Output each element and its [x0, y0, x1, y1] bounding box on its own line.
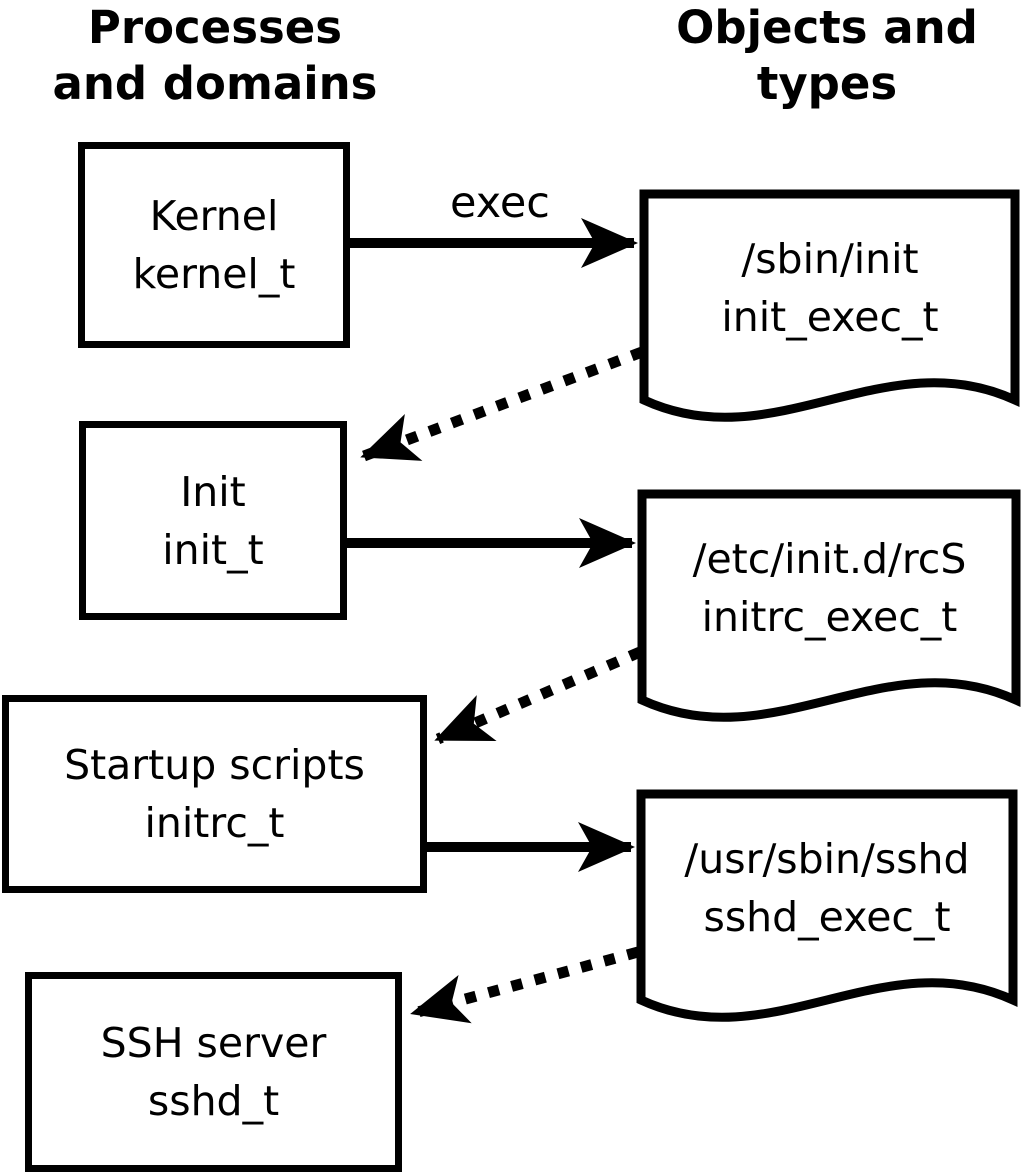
process-domain: initrc_t	[144, 799, 285, 847]
object-node-sbin-init: /sbin/init init_exec_t	[648, 198, 1012, 378]
right-column-header: Objects and types	[620, 0, 1024, 112]
exec-arrow-label: exec	[450, 178, 550, 228]
process-node-init: Init init_t	[79, 421, 347, 620]
object-path: /sbin/init	[741, 235, 919, 283]
object-type: initrc_exec_t	[701, 593, 958, 641]
process-node-ssh-server: SSH server sshd_t	[25, 972, 402, 1172]
transition-arrow-initrcexec-to-initrc	[434, 646, 643, 745]
transition-arrow-sshdexec-to-sshd	[410, 946, 640, 1024]
process-domain: kernel_t	[132, 250, 296, 298]
right-column-header-line2: types	[756, 57, 898, 110]
process-name: SSH server	[100, 1019, 327, 1067]
process-name: Kernel	[149, 192, 279, 240]
process-domain: init_t	[162, 525, 264, 574]
left-column-header: Processes and domains	[0, 0, 430, 112]
document-shape-etc-initd-rcs	[637, 489, 1021, 722]
document-shape-usr-sbin-sshd	[636, 789, 1018, 1022]
right-column-header-line1: Objects and	[676, 1, 978, 54]
process-node-startup-scripts: Startup scripts initrc_t	[2, 695, 427, 893]
object-type: init_exec_t	[721, 293, 939, 341]
left-column-header-line1: Processes	[87, 1, 343, 54]
document-shape-sbin-init	[639, 189, 1020, 422]
process-node-kernel: Kernel kernel_t	[78, 142, 350, 348]
object-type: sshd_exec_t	[703, 893, 951, 941]
transition-arrow-initexec-to-init	[360, 346, 644, 462]
process-domain: sshd_t	[147, 1077, 280, 1125]
object-path: /usr/sbin/sshd	[684, 835, 970, 883]
object-node-etc-initd-rcs: /etc/init.d/rcS initrc_exec_t	[646, 498, 1013, 678]
object-path: /etc/init.d/rcS	[692, 535, 967, 583]
object-node-usr-sbin-sshd: /usr/sbin/sshd sshd_exec_t	[645, 798, 1009, 978]
process-name: Init	[180, 467, 246, 516]
process-name: Startup scripts	[64, 741, 365, 789]
left-column-header-line2: and domains	[52, 57, 378, 110]
